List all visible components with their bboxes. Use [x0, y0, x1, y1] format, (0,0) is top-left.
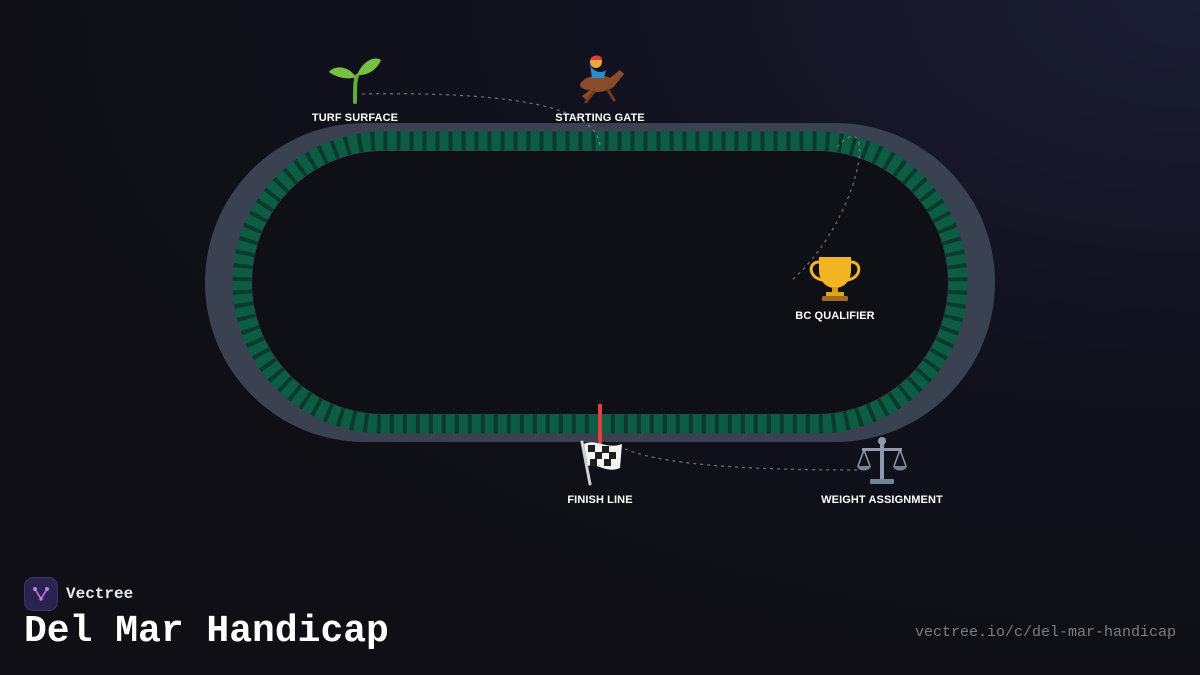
connector-turf-to-gate	[361, 93, 601, 149]
horse-racing-icon	[580, 55, 624, 104]
trophy-icon	[809, 257, 861, 301]
node-label-weight-assignment: WEIGHT ASSIGNMENT	[821, 494, 943, 506]
connector-gate-to-qualifier	[791, 135, 861, 281]
node-label-turf-surface: TURF SURFACE	[311, 112, 399, 124]
node-label-starting-gate: STARTING GATE	[555, 112, 645, 124]
node-label-bc-qualifier: BC QUALIFIER	[795, 310, 875, 322]
track-infield	[252, 151, 948, 414]
node-label-finish-line: FINISH LINE	[567, 494, 633, 506]
page-url[interactable]: vectree.io/c/del-mar-handicap	[914, 624, 1176, 641]
checkered-flag-icon	[580, 440, 622, 486]
connector-finish-to-weight	[624, 448, 863, 471]
vectree-logo-icon	[24, 577, 58, 611]
finish-post	[598, 404, 602, 444]
scales-icon	[857, 437, 907, 484]
brand: Vectree	[24, 577, 133, 611]
seedling-icon	[329, 58, 381, 104]
brand-name: Vectree	[66, 585, 134, 603]
page-title: Del Mar Handicap	[24, 610, 389, 653]
